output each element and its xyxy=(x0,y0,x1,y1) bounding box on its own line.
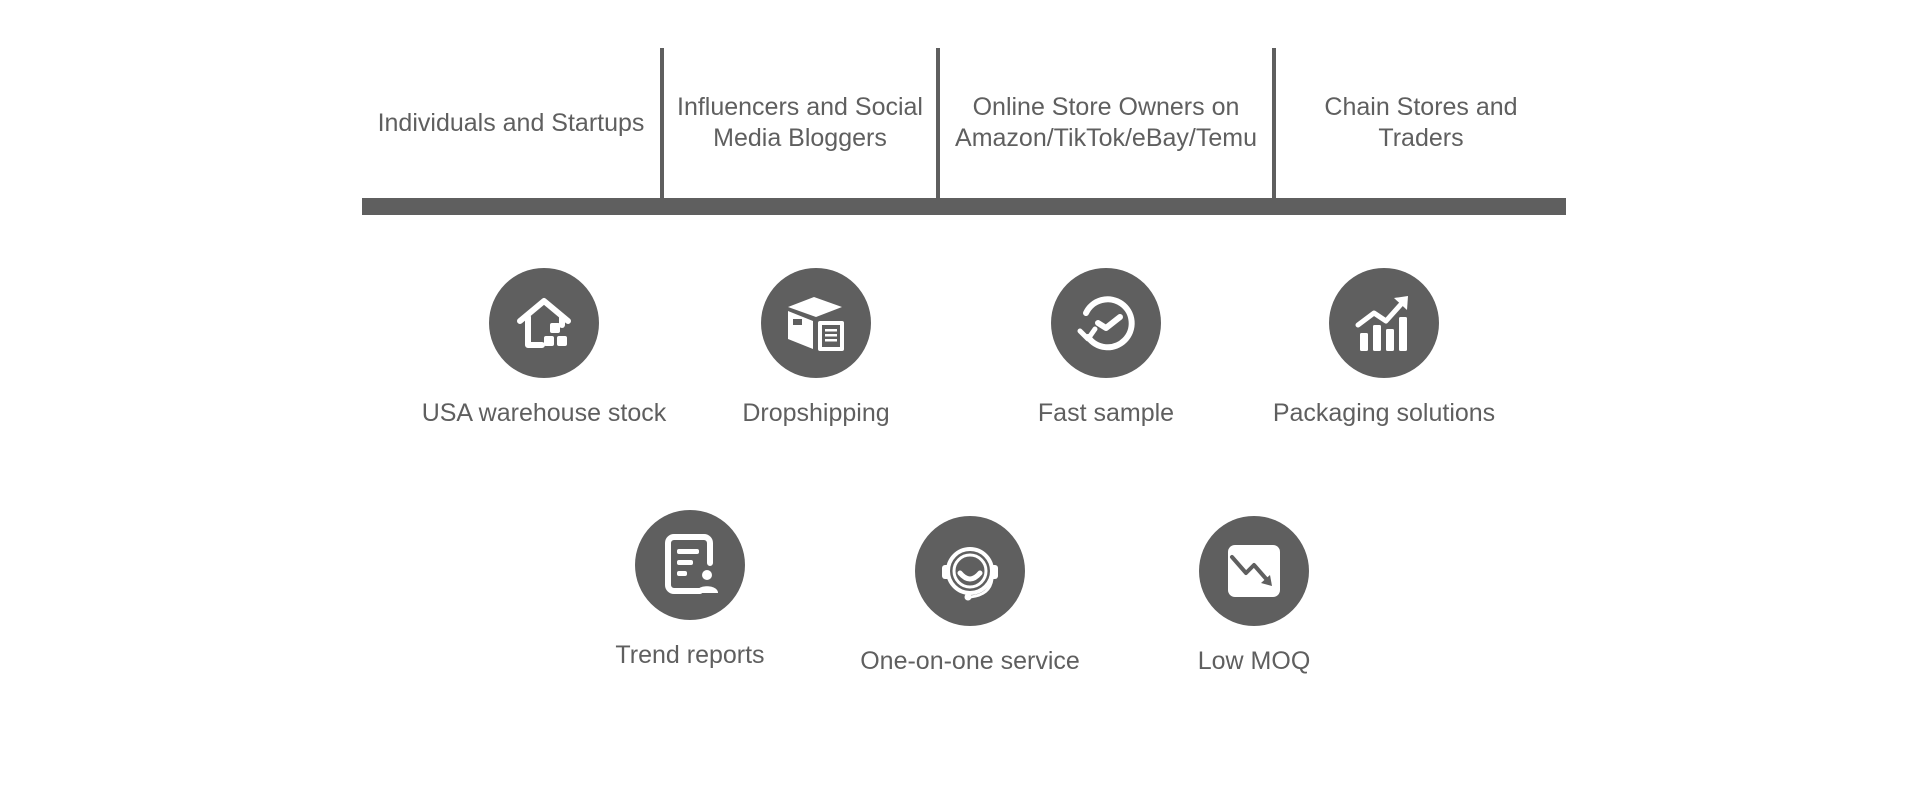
feature-usa-warehouse-stock: USA warehouse stock xyxy=(404,268,684,428)
feature-label: Dropshipping xyxy=(742,399,890,427)
audience-baseline-bar xyxy=(362,198,1566,215)
audience-chain-stores-traders: Chain Stores and Traders xyxy=(1276,48,1566,198)
feature-icon-circle xyxy=(635,510,745,620)
growth-chart-icon xyxy=(1355,296,1408,351)
headset-support-icon xyxy=(942,547,998,601)
audience-divider xyxy=(936,48,940,198)
feature-packaging-solutions: Packaging solutions xyxy=(1244,268,1524,428)
package-box-icon xyxy=(788,297,844,351)
feature-icon-circle xyxy=(915,516,1025,626)
feature-icon-circle xyxy=(1199,516,1309,626)
feature-dropshipping: Dropshipping xyxy=(676,268,956,428)
feature-label: Fast sample xyxy=(1037,399,1175,427)
feature-label: One-on-one service xyxy=(860,647,1080,675)
audience-label: Influencers and Social Media Bloggers xyxy=(677,93,923,152)
feature-fast-sample: Fast sample xyxy=(966,268,1246,428)
audience-label: Individuals and Startups xyxy=(377,108,645,137)
feature-one-on-one-service: One-on-one service xyxy=(830,516,1110,676)
warehouse-home-icon xyxy=(517,298,571,348)
audience-divider xyxy=(660,48,664,198)
feature-icon-circle xyxy=(1329,268,1439,378)
clock-refresh-icon xyxy=(1077,296,1135,351)
audience-label: Chain Stores and Traders xyxy=(1324,93,1518,152)
feature-low-moq: Low MOQ xyxy=(1114,516,1394,676)
feature-label: Trend reports xyxy=(615,641,765,669)
feature-label: Low MOQ xyxy=(1197,647,1311,675)
feature-label: Packaging solutions xyxy=(1272,399,1496,427)
feature-icon-circle xyxy=(489,268,599,378)
feature-label: USA warehouse stock xyxy=(421,399,667,427)
feature-trend-reports: Trend reports xyxy=(550,510,830,670)
trend-down-icon xyxy=(1228,545,1280,597)
audience-online-store-owners: Online Store Owners on Amazon/TikTok/eBa… xyxy=(940,48,1272,198)
audience-individuals-startups: Individuals and Startups xyxy=(362,48,660,198)
audience-label: Online Store Owners on Amazon/TikTok/eBa… xyxy=(955,93,1257,152)
report-document-icon xyxy=(665,534,718,594)
feature-icon-circle xyxy=(761,268,871,378)
audience-divider xyxy=(1272,48,1276,198)
feature-icon-circle xyxy=(1051,268,1161,378)
audience-influencers-bloggers: Influencers and Social Media Bloggers xyxy=(664,48,936,198)
